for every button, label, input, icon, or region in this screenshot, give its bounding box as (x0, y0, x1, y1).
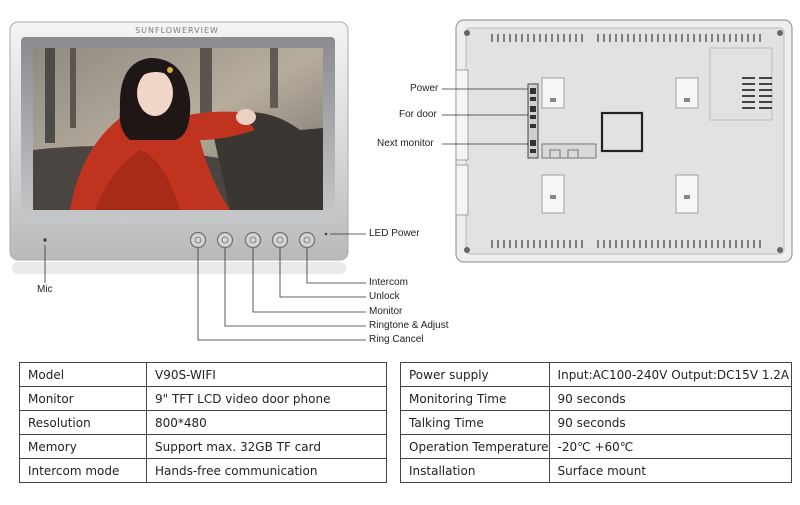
spec-key: Installation (400, 458, 550, 483)
screen-photo (33, 48, 323, 210)
label-power: Power (410, 83, 439, 94)
spec-value: Hands-free communication (146, 458, 387, 483)
label-monitor: Monitor (369, 306, 403, 317)
spec-key: Power supply (400, 362, 550, 387)
top-vents (491, 34, 761, 42)
mount-hooks (541, 77, 699, 214)
spec-value: 90 seconds (548, 386, 792, 411)
side-vents (742, 77, 772, 109)
mic-hole (43, 238, 47, 242)
label-next-monitor: Next monitor (377, 138, 434, 149)
spec-key: Resolution (19, 410, 147, 435)
label-for-door: For door (399, 109, 437, 120)
spec-value: 800*480 (146, 410, 387, 435)
label-ringtone-adjust: Ringtone & Adjust (369, 320, 449, 331)
spec-key: Intercom mode (19, 458, 147, 483)
spec-value: 9" TFT LCD video door phone (146, 386, 387, 411)
label-led-power: LED Power (369, 228, 420, 239)
spec-value: Input:AC100-240V Output:DC15V 1.2A (548, 362, 792, 387)
table-row: Operation Temperature-20℃ +60℃ (400, 434, 792, 459)
led-indicator (324, 232, 328, 236)
spec-value: Surface mount (548, 458, 792, 483)
spec-key: Operation Temperature (400, 434, 550, 459)
front-buttons (189, 231, 316, 249)
label-mic: Mic (37, 284, 53, 295)
back-monitor-figure (442, 19, 793, 263)
center-recess (600, 111, 644, 153)
connector-strip (527, 83, 539, 159)
bottom-vents (491, 240, 761, 248)
label-unlock: Unlock (369, 291, 400, 302)
label-intercom: Intercom (369, 277, 408, 288)
spec-value: Support max. 32GB TF card (146, 434, 387, 459)
back-leader-lines (442, 88, 528, 145)
spec-key: Talking Time (400, 410, 550, 435)
button-leader-lines (197, 248, 366, 341)
spec-key: Monitoring Time (400, 386, 550, 411)
spec-value: 90 seconds (548, 410, 792, 435)
spec-key: Model (19, 362, 147, 387)
spec-value: V90S-WIFI (146, 362, 387, 387)
front-monitor-figure: SUNFLOWERVIEW (9, 21, 366, 341)
spec-value: -20℃ +60℃ (548, 434, 792, 459)
brand-logo: SUNFLOWERVIEW (135, 26, 219, 35)
label-ring-cancel: Ring Cancel (369, 334, 424, 345)
spec-key: Monitor (19, 386, 147, 411)
spec-key: Memory (19, 434, 147, 459)
